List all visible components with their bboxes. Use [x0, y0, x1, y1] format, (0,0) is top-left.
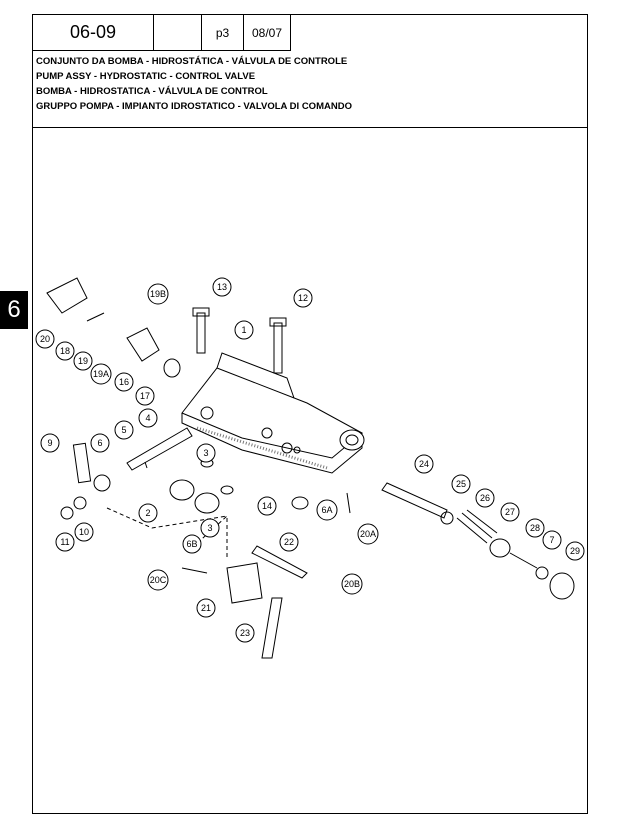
- callout-20b: 20B: [341, 573, 363, 595]
- callout-24: 24: [414, 454, 434, 474]
- callout-19: 19: [73, 351, 93, 371]
- callout-19b: 19B: [147, 283, 169, 305]
- callout-12: 12: [293, 288, 313, 308]
- svg-text:3: 3: [207, 523, 212, 533]
- callout-22: 22: [279, 532, 299, 552]
- callout-21: 21: [196, 598, 216, 618]
- svg-text:26: 26: [480, 493, 490, 503]
- callout-25: 25: [451, 474, 471, 494]
- page-frame: 06-09 p3 08/07 CONJUNTO DA BOMBA - HIDRO…: [32, 14, 588, 814]
- section-tab: 6: [0, 291, 28, 329]
- callout-27: 27: [500, 502, 520, 522]
- svg-text:2: 2: [145, 508, 150, 518]
- callout-29: 29: [565, 541, 585, 561]
- title-english: PUMP ASSY - HYDROSTATIC - CONTROL VALVE: [36, 71, 256, 82]
- diagram-drawing: [46, 277, 575, 659]
- callout-13: 13: [212, 277, 232, 297]
- callout-10: 10: [74, 522, 94, 542]
- callout-3b: 3: [200, 518, 220, 538]
- svg-text:21: 21: [201, 603, 211, 613]
- callout-9: 9: [40, 433, 60, 453]
- callout-20c: 20C: [147, 569, 169, 591]
- callout-16: 16: [114, 372, 134, 392]
- svg-text:11: 11: [60, 537, 69, 547]
- header-blank-cell: [154, 15, 202, 51]
- svg-text:13: 13: [217, 282, 227, 292]
- callout-5: 5: [114, 420, 134, 440]
- svg-text:22: 22: [284, 537, 294, 547]
- callout-6a: 6A: [316, 499, 338, 521]
- svg-text:19B: 19B: [150, 289, 166, 299]
- callout-26: 26: [475, 488, 495, 508]
- title-block: CONJUNTO DA BOMBA - HIDROSTÁTICA - VÁLVU…: [33, 51, 587, 128]
- svg-text:25: 25: [456, 479, 466, 489]
- callout-20a: 20A: [357, 523, 379, 545]
- svg-text:6A: 6A: [321, 505, 332, 515]
- callout-18: 18: [55, 341, 75, 361]
- svg-text:20B: 20B: [344, 579, 360, 589]
- callout-17: 17: [135, 386, 155, 406]
- svg-text:19: 19: [78, 356, 88, 366]
- svg-text:4: 4: [145, 413, 150, 423]
- svg-text:17: 17: [140, 391, 150, 401]
- svg-text:3: 3: [203, 448, 208, 458]
- callout-1: 1: [234, 320, 254, 340]
- callout-7: 7: [542, 530, 562, 550]
- title-spanish: BOMBA - HIDROSTATICA - VÁLVULA DE CONTRO…: [36, 86, 268, 97]
- revision-date: 08/07: [244, 15, 291, 51]
- callout-6b: 6B: [182, 534, 202, 554]
- callout-2: 2: [138, 503, 158, 523]
- svg-text:19A: 19A: [93, 369, 109, 379]
- svg-text:20A: 20A: [360, 529, 376, 539]
- svg-text:28: 28: [530, 523, 540, 533]
- callout-4: 4: [138, 408, 158, 428]
- svg-text:10: 10: [79, 527, 89, 537]
- svg-text:7: 7: [549, 535, 554, 545]
- callout-11: 11: [55, 532, 75, 552]
- svg-text:20C: 20C: [150, 575, 167, 585]
- svg-text:16: 16: [119, 377, 129, 387]
- svg-text:1: 1: [241, 325, 246, 335]
- svg-text:12: 12: [298, 293, 308, 303]
- callout-14: 14: [257, 496, 277, 516]
- svg-text:18: 18: [60, 346, 70, 356]
- callout-23: 23: [235, 623, 255, 643]
- callout-3a: 3: [196, 443, 216, 463]
- svg-text:23: 23: [240, 628, 250, 638]
- svg-text:6B: 6B: [186, 539, 197, 549]
- svg-text:5: 5: [121, 425, 126, 435]
- title-italian: GRUPPO POMPA - IMPIANTO IDROSTATICO - VA…: [36, 101, 352, 112]
- exploded-parts-diagram: 1 2 3 3 4 5 6 6A 6B 7 9 10 11 12 13 14 1…: [35, 277, 585, 659]
- svg-text:20: 20: [40, 334, 50, 344]
- svg-text:14: 14: [262, 501, 272, 511]
- section-code: 06-09: [33, 15, 154, 51]
- callout-20: 20: [35, 329, 55, 349]
- svg-text:9: 9: [47, 438, 52, 448]
- title-portuguese: CONJUNTO DA BOMBA - HIDROSTÁTICA - VÁLVU…: [36, 56, 348, 67]
- svg-text:6: 6: [97, 438, 102, 448]
- callouts: 1 2 3 3 4 5 6 6A 6B 7 9 10 11 12 13 14 1…: [35, 277, 585, 643]
- header-row: 06-09 p3 08/07: [33, 15, 291, 51]
- svg-text:29: 29: [570, 546, 580, 556]
- page-number: p3: [202, 15, 244, 51]
- callout-28: 28: [525, 518, 545, 538]
- callout-19a: 19A: [90, 363, 112, 385]
- callout-6: 6: [90, 433, 110, 453]
- svg-text:24: 24: [419, 459, 429, 469]
- svg-text:27: 27: [505, 507, 515, 517]
